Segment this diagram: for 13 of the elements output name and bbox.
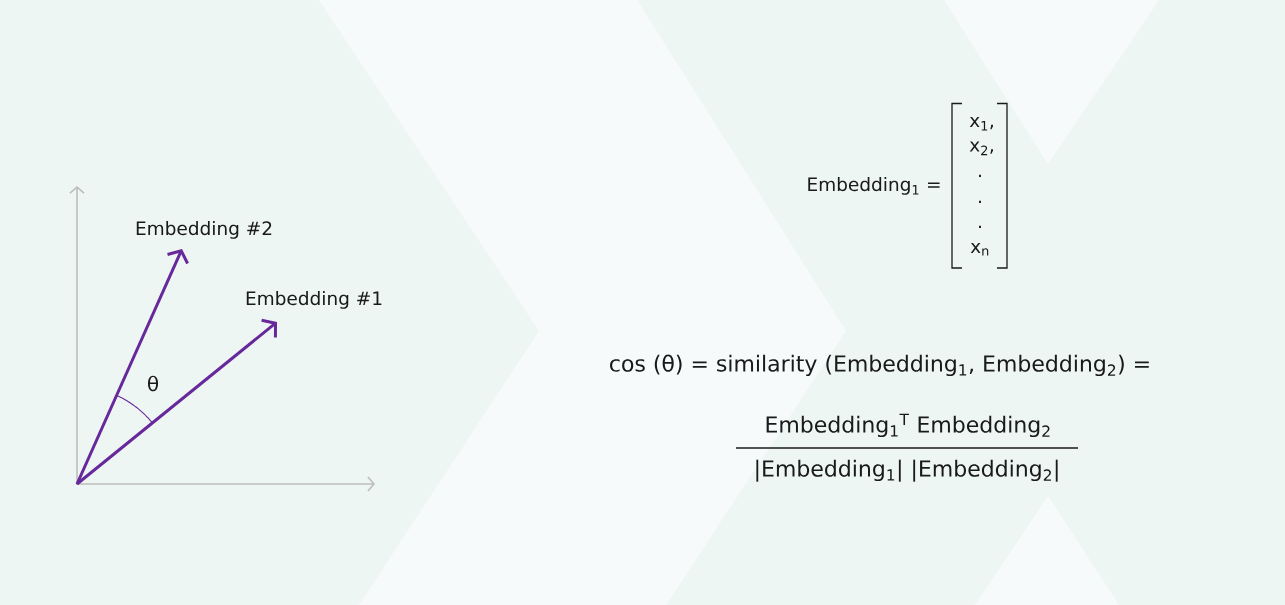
equation-text: Embedding$_{1}$ =: [808, 176, 940, 195]
denominator-text: |Embedding$_{1}$| |Embedding$_{2}$|: [756, 459, 1058, 482]
angle-label: θ: [148, 375, 159, 392]
matrix-entry: x$_{1}$,: [969, 116, 993, 131]
vector-label: Embedding #1: [246, 290, 382, 309]
matrix-entry: x$_{n}$: [970, 242, 989, 256]
matrix-entry: .: [979, 174, 981, 177]
matrix-entry: .: [979, 200, 981, 203]
numerator-text: Embedding$_{1}$$^{T}$ Embedding$_{2}$: [766, 413, 1050, 438]
matrix-entry: x$_{2}$,: [969, 141, 993, 156]
equation-text: cos (θ) = similarity (Embedding$_{1}$, Embedding$_{2}$) =: [610, 354, 1149, 377]
vector-label: Embedding #2: [136, 220, 272, 239]
matrix-entry: .: [979, 225, 981, 228]
